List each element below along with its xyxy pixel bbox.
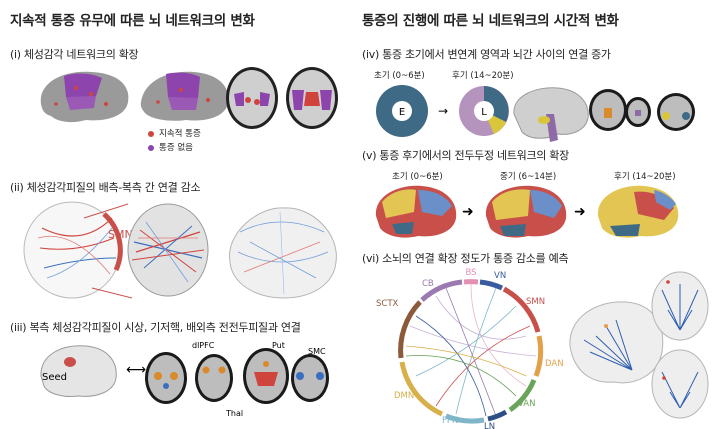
net-label-cb: CB [422,279,434,289]
section-iv-label: (iv) 통증 초기에서 변연계 영역과 뇌간 사이의 연결 증가 [362,48,611,61]
section-vi-label: (vi) 소뇌의 연결 확장 정도가 통증 감소를 예측 [362,252,569,265]
brainstem-slice [625,97,651,127]
legend-item: 통증 없음 [148,141,193,153]
timeline-mid: 중기 (6~14분) [500,172,557,182]
sagittal-brain [513,87,589,142]
chord-links [405,283,537,417]
coronal-slice-r1 [589,89,627,131]
legend-item: 지속적 통증 [148,127,201,139]
left-title: 지속적 통증 유무에 따른 뇌 네트워크의 변화 [10,13,255,29]
glass-brain-axial [127,203,209,297]
limbic-brainstem-figure: E → L [376,85,695,142]
section-v-label: (v) 통증 후기에서의 전두두정 네트워크의 확장 [362,149,569,162]
thal-label: Thal [225,409,243,418]
arrow-icon: ➜ [574,204,586,220]
timeline-late: 후기 (14~20분) [614,172,676,182]
legend-dot-nopain [148,144,154,151]
net-label-ln: LN [484,422,495,429]
net-label-smn: SMN [526,297,545,307]
legend-text-pain: 지속적 통증 [159,129,201,139]
net-label-dmn: DMN [394,391,414,401]
pie-e-label: E [399,107,405,118]
seed-label: Seed [42,372,67,383]
lateral-brain-right [140,71,229,121]
cerebellum-connectivity-brains [569,271,709,419]
axial-slice-2 [286,67,338,129]
net-label-van: VAN [518,399,535,409]
net-label-sctx: SCTX [376,299,399,309]
timeline-early: 초기 (0~6분) [392,172,443,182]
brain-early [375,185,457,238]
bidirectional-arrow: ⟷ [126,362,146,378]
put-label: Put [272,341,285,350]
glass-brain-coronal [229,207,337,299]
glass-brain-sagittal [569,301,664,384]
early-pie: E [376,85,428,137]
dlpfc-label: dlPFC [192,341,215,350]
seed-connectivity-figure: Seed ⟷ dlPFC Thal Put SMC [40,341,329,418]
coronal-slice-2 [195,354,233,402]
net-label-bs: BS [465,268,476,278]
net-label-fpn: FPN [442,416,458,426]
pie-l-label: L [481,107,487,118]
net-label-dan: DAN [545,359,564,369]
arrow-icon: → [438,104,448,118]
legend-dot-pain [148,130,154,137]
frontoparietal-expansion-figure: ➜ ➜ [375,185,679,238]
smn-connectivity-figure: SMN [23,201,337,299]
section-i-label: (i) 체성감각 네트워크의 확장 [10,48,139,61]
axial-slice-3 [243,348,289,404]
late-pie: L [459,86,509,136]
net-label-vn: VN [494,271,506,281]
seed-brain [40,345,117,397]
legend-text-nopain: 통증 없음 [159,143,193,153]
lateral-brain-left [40,71,129,123]
smn-label: SMN [108,228,133,241]
axial-slice-1 [226,67,278,129]
glass-brain-axial-bottom [651,349,709,419]
brain-mid [485,185,567,238]
smc-label: SMC [308,347,326,356]
network-chord-diagram: BS VN SMN DAN VAN LN FPN DMN SCTX CB [376,268,564,429]
axial-slice-4 [291,354,329,402]
brain-late [597,185,679,238]
axial-slice-r2 [657,93,695,131]
coronal-slice-1 [145,352,187,404]
section-iii-label: (iii) 복측 체성감각피질이 시상, 기저핵, 배외측 전전두피질과 연결 [10,321,301,334]
somatosensory-brain-maps [40,67,338,129]
section-ii-label: (ii) 체성감각피질의 배측-복측 간 연결 감소 [10,181,201,194]
chord-ring [398,279,544,424]
glass-brain-axial-top [651,271,709,341]
late-label: 후기 (14~20분) [452,71,514,81]
right-title: 통증의 진행에 따른 뇌 네트워크의 시간적 변화 [362,13,619,29]
early-label: 초기 (0~6분) [374,71,425,81]
arrow-icon: ➜ [462,204,474,220]
smn-zoom-circle [23,201,123,299]
